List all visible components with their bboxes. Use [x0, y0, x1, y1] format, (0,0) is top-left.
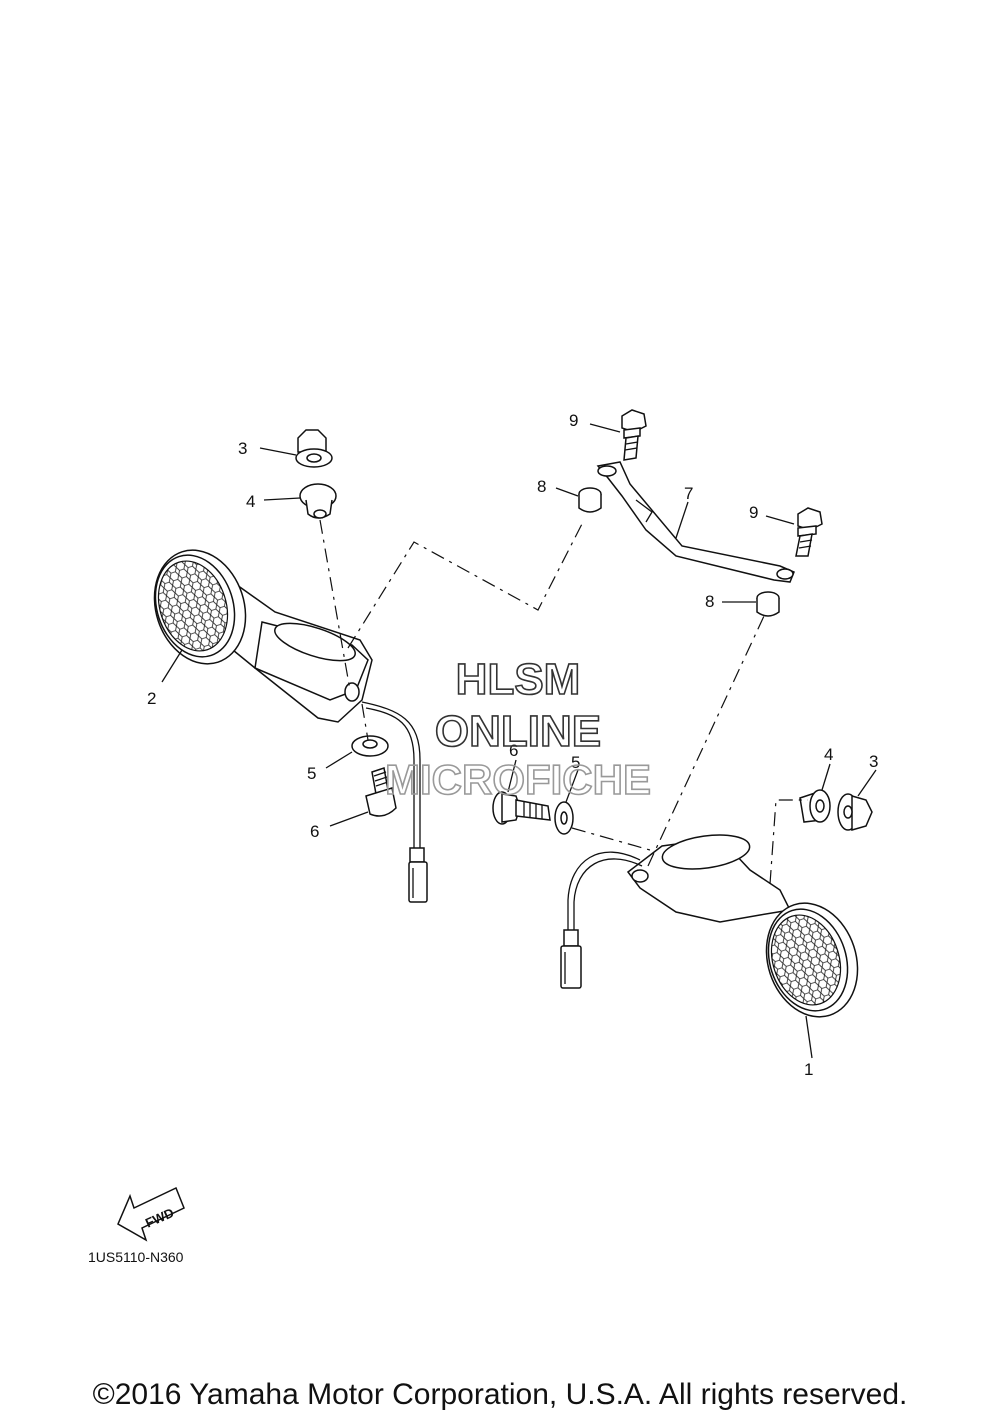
assembly-dashed-lines [319, 519, 808, 885]
copyright-notice: ©2016 Yamaha Motor Corporation, U.S.A. A… [92, 1378, 908, 1411]
right-grommet [799, 789, 831, 823]
fwd-arrow-icon: FWD [117, 1186, 185, 1242]
callout-6-center: 6 [509, 741, 518, 760]
callout-2: 2 [147, 689, 156, 708]
center-bolt [492, 791, 551, 825]
left-nut [295, 429, 333, 468]
callout-9-top: 9 [569, 411, 578, 430]
right-turn-signal-assembly [560, 834, 859, 1018]
callout-4-right: 4 [824, 745, 833, 764]
callout-8-right: 8 [705, 592, 714, 611]
callout-6-left: 6 [310, 822, 319, 841]
watermark-line-3: MICROFICHE [385, 756, 651, 803]
center-washer [554, 801, 574, 835]
callout-4-left: 4 [246, 492, 255, 511]
callout-7: 7 [684, 484, 693, 503]
watermark-line-1: HLSM [456, 655, 581, 704]
right-bolt [795, 507, 823, 557]
top-bolt [621, 409, 647, 461]
bracket-stay [596, 461, 795, 583]
callout-3-right: 3 [869, 752, 878, 771]
diagram-code: 1US5110-N360 [88, 1249, 184, 1265]
watermark-line-2: ONLINE [435, 707, 601, 756]
leader-lines [161, 423, 877, 1059]
callout-5-center: 5 [571, 753, 580, 772]
callout-8-top: 8 [537, 477, 546, 496]
callout-1: 1 [804, 1060, 813, 1079]
left-grommet [299, 483, 337, 519]
exploded-parts-diagram: 3 4 2 5 6 9 8 7 9 8 6 5 4 3 1 HLSM ONLIN… [88, 409, 878, 1265]
left-bolt [365, 767, 397, 817]
callout-9-right: 9 [749, 503, 758, 522]
callout-5-left: 5 [307, 764, 316, 783]
callout-3-left: 3 [238, 439, 247, 458]
left-turn-signal-assembly [153, 549, 428, 903]
right-nut [837, 793, 873, 831]
right-collar [756, 591, 780, 617]
top-collar [578, 487, 602, 513]
left-washer [351, 735, 389, 757]
